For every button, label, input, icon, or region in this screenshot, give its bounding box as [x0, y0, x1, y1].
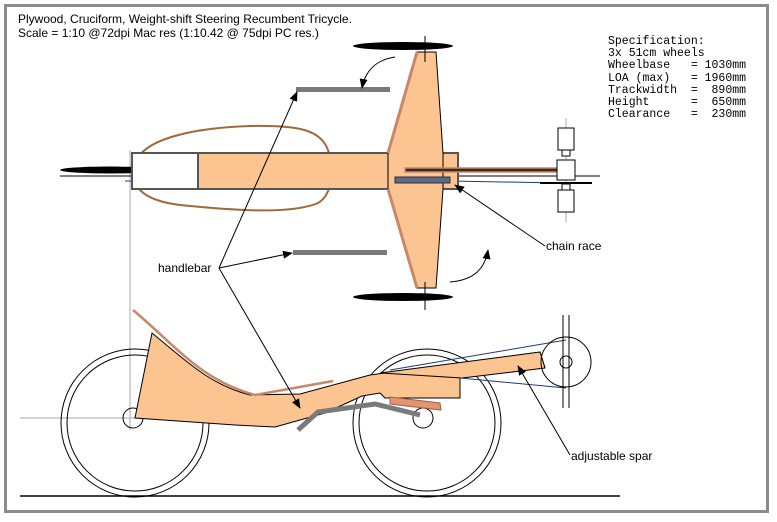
title-line-1: Plywood, Cruciform, Weight-shift Steerin…	[18, 12, 352, 26]
spec-heading: Specification:	[608, 35, 705, 48]
spec-line: Wheelbase = 1030mm	[608, 59, 747, 73]
handlebar-top	[296, 87, 390, 92]
handlebar-side	[296, 401, 421, 432]
spine-rear-section	[131, 152, 199, 190]
label-handlebar: handlebar	[158, 261, 212, 275]
pedal-plan	[557, 127, 575, 151]
spec-line: LOA (max) = 1960mm	[608, 71, 747, 85]
steer-arrow-icon	[449, 249, 491, 283]
left-wheel-plan	[353, 42, 453, 50]
front-chainring	[540, 336, 592, 388]
adjustable-spar-side	[379, 351, 546, 379]
label-chain-race: chain race	[546, 239, 602, 253]
right-wheel-plan	[353, 293, 453, 301]
seat-back-edge	[132, 309, 334, 397]
spec-line: 3x 51cm wheels	[608, 47, 705, 61]
title-line-2: Scale = 1:10 @72dpi Mac res (1:10.42 @ 7…	[18, 26, 319, 40]
chain-race-plan	[394, 176, 451, 184]
handlebar-bottom	[293, 250, 387, 255]
steer-arrow-icon	[359, 56, 396, 89]
pedal-plan	[557, 189, 575, 213]
adjustable-spar-plan	[404, 167, 566, 173]
front-hub-plan	[556, 159, 576, 181]
side-wheel	[352, 348, 502, 498]
spec-line: Height = 650mm	[608, 96, 747, 110]
spec-line: Clearance = 230mm	[608, 108, 747, 122]
frame-side	[134, 332, 546, 428]
spec-line: Trackwidth = 890mm	[608, 83, 747, 97]
chain-race-side	[389, 396, 442, 411]
annotations	[218, 91, 571, 456]
label-adjustable-spar: adjustable spar	[571, 449, 653, 463]
side-view	[20, 309, 620, 498]
plan-view	[60, 36, 600, 430]
drawing-title: Plywood, Cruciform, Weight-shift Steerin…	[18, 12, 352, 40]
